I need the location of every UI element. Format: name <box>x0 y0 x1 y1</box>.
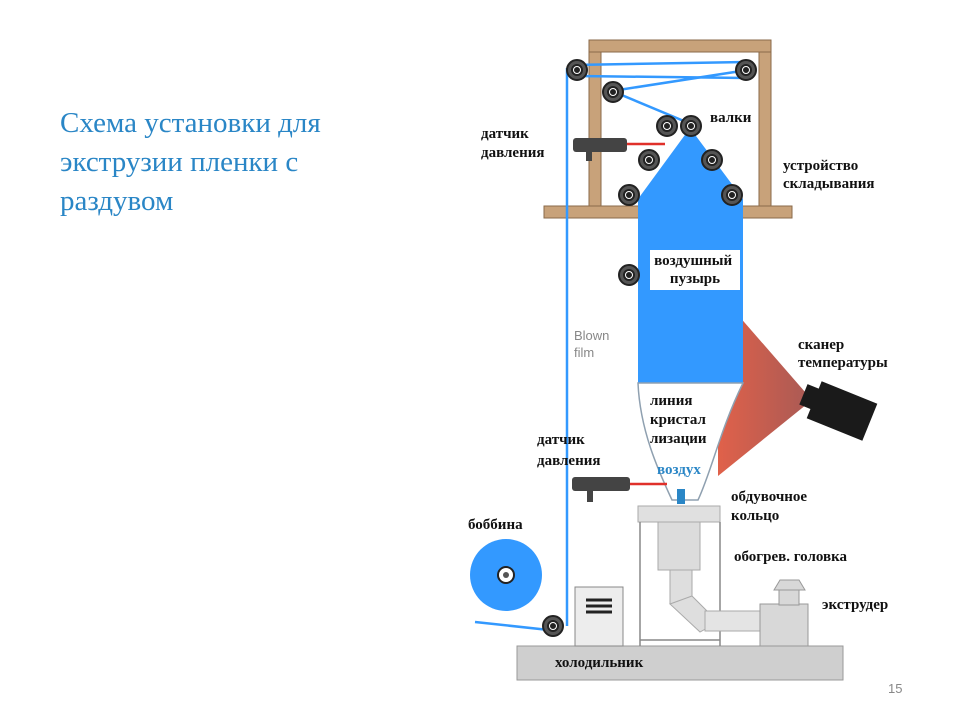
label-air-ring: обдувочное кольцо <box>731 489 811 524</box>
temperature-scanner-camera <box>799 381 878 441</box>
label-heated-head: обогрев. головка <box>734 549 848 565</box>
air-ring <box>637 505 721 523</box>
roller <box>680 115 702 137</box>
air-nozzle <box>677 489 685 504</box>
pressure-sensor-bottom <box>572 477 667 502</box>
roller <box>618 184 640 206</box>
label-crystallization-line: линия кристал лизации <box>650 393 710 447</box>
label-air-bubble: воздушный пузырь <box>654 253 736 287</box>
bobbin <box>470 539 542 611</box>
page-number: 15 <box>888 681 902 696</box>
roller <box>618 264 640 286</box>
roller <box>656 115 678 137</box>
extruder-pipe <box>669 569 766 633</box>
roller <box>602 81 624 103</box>
air-bubble-label-box <box>650 250 740 290</box>
cooler-unit <box>574 586 624 647</box>
label-folding-device: устройство складывания <box>783 158 875 192</box>
extruder <box>759 579 809 647</box>
roller <box>701 149 723 171</box>
roller <box>542 615 564 637</box>
bubble-neck <box>637 382 745 501</box>
label-rollers: валки <box>710 110 752 126</box>
pressure-sensor-top <box>573 138 665 161</box>
roller <box>721 184 743 206</box>
base-platform <box>516 645 844 681</box>
roller <box>566 59 588 81</box>
label-extruder: экструдер <box>822 597 888 613</box>
heated-die-head <box>657 521 701 571</box>
label-blown-film: Blown film <box>574 328 613 360</box>
label-pressure-sensor-bottom: датчик давления <box>537 432 600 469</box>
rollers <box>542 59 757 637</box>
label-bobbin: боббина <box>468 517 523 533</box>
slide-title: Схема установки для экструзии пленки с р… <box>60 107 321 217</box>
label-air: воздух <box>657 462 701 478</box>
label-temperature-scanner: сканер температуры <box>798 337 888 371</box>
label-pressure-sensor-top: датчик давления <box>481 126 544 161</box>
label-cooler: холодильник <box>555 655 644 671</box>
roller <box>638 149 660 171</box>
film-path <box>474 60 755 632</box>
roller <box>735 59 757 81</box>
